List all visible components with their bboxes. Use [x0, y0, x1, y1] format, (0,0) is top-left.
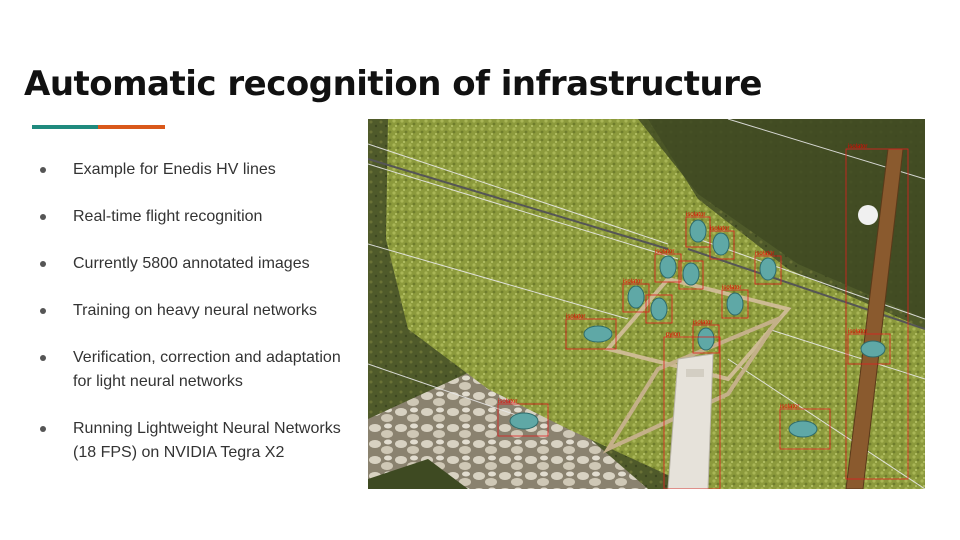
accent-bar-orange	[98, 125, 165, 129]
bullet-text: Real-time flight recognition	[73, 208, 263, 225]
bullet-item: Running Lightweight Neural Networks (18 …	[40, 417, 360, 465]
bullet-dot-icon	[40, 214, 46, 220]
bullet-item: Real-time flight recognition	[40, 205, 360, 229]
accent-bar-teal	[32, 125, 98, 129]
svg-text:isolator: isolator	[722, 285, 741, 291]
svg-text:isolator: isolator	[848, 329, 867, 335]
slide-title: Automatic recognition of infrastructure	[24, 64, 763, 104]
bullet-text: Example for Enedis HV lines	[73, 161, 276, 178]
svg-text:isolator: isolator	[755, 251, 774, 257]
bullet-dot-icon	[40, 308, 46, 314]
bullet-dot-icon	[40, 261, 46, 267]
bullet-item: Currently 5800 annotated images	[40, 252, 360, 276]
bullet-dot-icon	[40, 167, 46, 173]
drone-photo: isolator isolator isolator isolator isol…	[368, 119, 925, 489]
svg-text:isolator: isolator	[848, 144, 867, 150]
bullet-text: Verification, correction and adaptation …	[73, 349, 341, 390]
svg-text:isolator: isolator	[566, 314, 585, 320]
svg-text:isolator: isolator	[623, 279, 642, 285]
svg-text:isolator: isolator	[686, 212, 705, 218]
bullet-text: Running Lightweight Neural Networks (18 …	[73, 420, 341, 461]
bullet-dot-icon	[40, 426, 46, 432]
bullet-item: Example for Enedis HV lines	[40, 158, 360, 182]
bullet-item: Training on heavy neural networks	[40, 299, 360, 323]
bullet-dot-icon	[40, 355, 46, 361]
bullet-text: Training on heavy neural networks	[73, 302, 317, 319]
svg-text:isolator: isolator	[655, 249, 674, 255]
svg-text:isolator: isolator	[693, 320, 712, 326]
bullet-item: Verification, correction and adaptation …	[40, 346, 360, 394]
svg-text:isolator: isolator	[498, 399, 517, 405]
drone-photo-illustration: isolator isolator isolator isolator isol…	[368, 119, 925, 489]
svg-text:isolator: isolator	[710, 226, 729, 232]
svg-text:isolator: isolator	[780, 404, 799, 410]
bullet-text: Currently 5800 annotated images	[73, 255, 310, 272]
bullet-list: Example for Enedis HV lines Real-time fl…	[40, 158, 360, 488]
svg-text:pylon: pylon	[666, 332, 680, 338]
